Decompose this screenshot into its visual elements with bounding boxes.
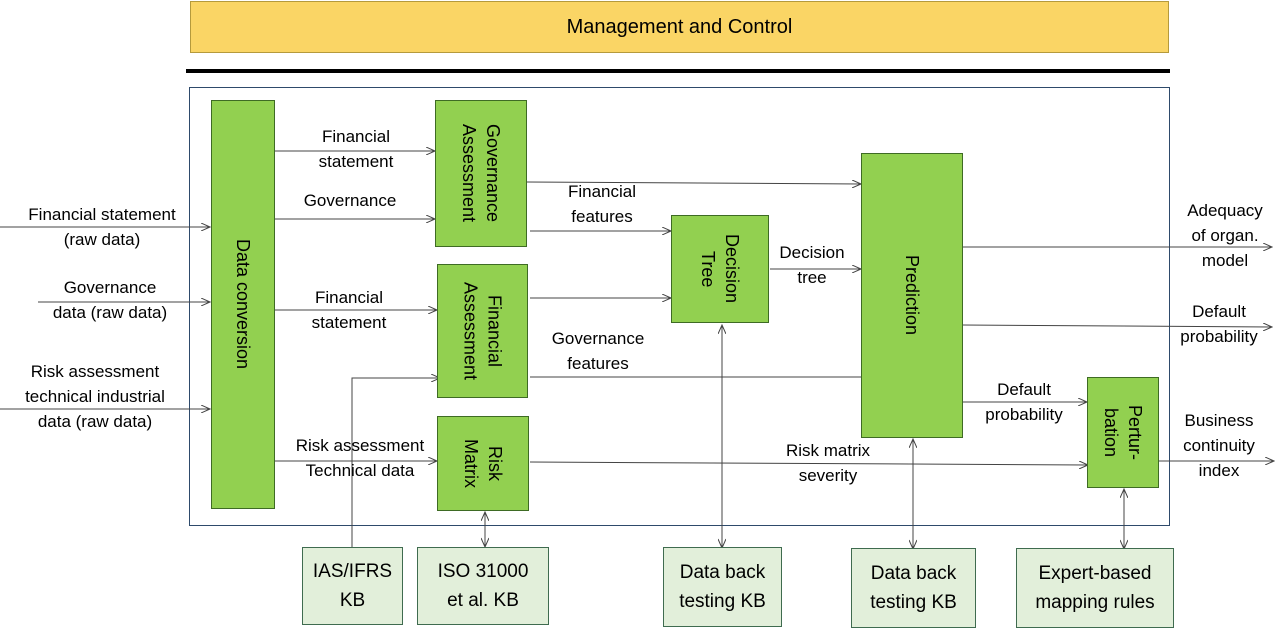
decision-tree-label: Decision Tree [698, 234, 742, 304]
data-backtesting-kb-1: Data back testing KB [663, 547, 782, 627]
arrow-gov-to-prediction [526, 182, 861, 184]
iso31000-kb: ISO 31000 et al. KB [417, 547, 549, 625]
data-backtesting-kb-2: Data back testing KB [851, 548, 976, 628]
perturbation-box: Pertur- bation [1087, 377, 1159, 488]
arrow-risk-severity [529, 462, 1088, 465]
label-default-probability-inner: Default probability [985, 380, 1063, 424]
input-governance-raw: Governance data (raw data) [52, 278, 168, 322]
input-risk-raw: Risk assessment technical industrial dat… [25, 362, 165, 431]
prediction-box: Prediction [861, 153, 963, 438]
perturbation-label: Pertur- bation [1101, 404, 1145, 460]
arrow-ias-ifrs [351, 378, 440, 547]
divider-line [186, 69, 1170, 73]
label-governance: Governance [303, 191, 397, 210]
label-risk-technical: Risk assessment Technical data [295, 436, 425, 480]
input-financial-raw: Financial statement (raw data) [28, 205, 176, 249]
prediction-label: Prediction [902, 255, 922, 336]
financial-assessment-box: Financial Assessment [437, 264, 528, 398]
label-risk-matrix-severity: Risk matrix severity [785, 441, 871, 485]
financial-assessment-label: Financial Assessment [460, 281, 505, 381]
data-conversion-box: Data conversion [211, 100, 275, 509]
ias-ifrs-kb: IAS/IFRS KB [302, 547, 403, 625]
governance-assessment-box: Governance Assessment [435, 100, 527, 247]
decision-tree-box: Decision Tree [671, 215, 769, 323]
risk-matrix-label: Risk Matrix [461, 439, 505, 488]
banner-title: Management and Control [566, 15, 793, 38]
process-frame [189, 87, 1170, 526]
label-financial-features: Financial features [567, 182, 637, 226]
arrow-default-probability [961, 325, 1272, 327]
label-governance-features: Governance features [551, 329, 645, 373]
output-business-continuity: Business continuity index [1183, 411, 1255, 480]
label-financial-statement-1: Financial statement [318, 127, 394, 171]
expert-mapping-rules: Expert-based mapping rules [1016, 548, 1174, 628]
output-adequacy: Adequacy of organ. model [1187, 201, 1263, 270]
data-conversion-label: Data conversion [233, 239, 253, 370]
output-default-probability: Default probability [1180, 302, 1258, 346]
management-control-banner: Management and Control [190, 1, 1169, 53]
label-financial-statement-2: Financial statement [311, 288, 387, 332]
label-decision-tree-edge: Decision tree [779, 243, 845, 287]
risk-matrix-box: Risk Matrix [437, 416, 529, 511]
governance-assessment-label: Governance Assessment [459, 124, 503, 223]
